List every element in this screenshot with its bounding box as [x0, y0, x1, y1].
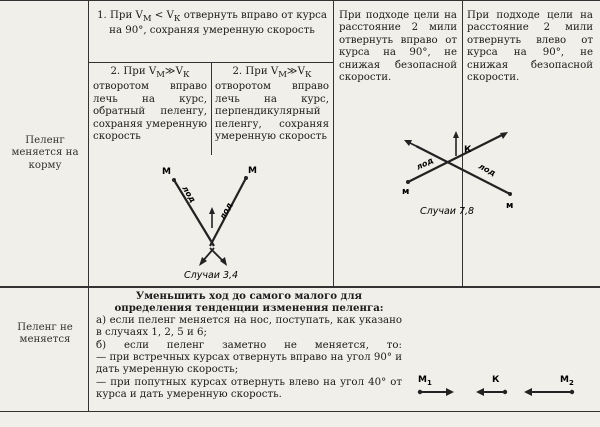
- caption-cases-7-8: Случаи 7,8: [420, 206, 474, 217]
- label-m-left: М: [162, 167, 171, 177]
- instruction-item: — при встречных курсах отвернуть вправо …: [96, 352, 402, 376]
- subcase-divider: [211, 63, 212, 155]
- diagram-cases-7-8: м м К лод лод Случаи 7,8: [402, 131, 513, 217]
- case-2b-instruction: 2. При VМ≫VК отворотом вправо лечь на ку…: [215, 66, 329, 143]
- label-k-constant: К: [492, 375, 500, 385]
- table-top-border: [0, 0, 600, 1]
- label-lod-right: лод: [218, 201, 234, 221]
- caption-cases-3-4: Случаи 3,4: [184, 270, 238, 281]
- column-divider-main: [333, 0, 334, 286]
- label-m1: М1: [418, 375, 432, 387]
- case-7-instruction: При подходе цели на расстояние 2 мили от…: [339, 10, 457, 84]
- diagram-cases-3-4: М М лод лод Случаи 3,4: [162, 166, 257, 281]
- table-bottom-border: [0, 411, 600, 412]
- constant-bearing-instructions: Уменьшить ход до самого малого для опред…: [96, 290, 402, 402]
- case-2a-instruction: 2. При VМ≫VК отворотом вправо лечь на ку…: [93, 66, 208, 143]
- label-k: К: [464, 145, 472, 155]
- row-divider: [0, 286, 600, 288]
- constant-bearing-title: Уменьшить ход до самого малого для опред…: [114, 290, 384, 315]
- label-m-right: М: [248, 166, 257, 176]
- row-label-bearing-constant: Пеленг не меняется: [17, 322, 73, 346]
- instruction-item: б) если пеленг заметно не меняется, то:: [96, 339, 402, 351]
- diagram-constant-bearing: М1 К М2: [417, 375, 575, 396]
- label-lod-right-78: лод: [477, 162, 497, 178]
- row-label-bearing-aft: Пеленг меняется на корму: [11, 135, 79, 171]
- label-m-right-78: м: [506, 201, 513, 211]
- subheader-divider: [88, 62, 333, 63]
- label-m-left-78: м: [402, 187, 409, 197]
- case-8-instruction: При подходе цели на расстояние 2 мили от…: [467, 10, 593, 84]
- column-divider-right: [462, 0, 463, 286]
- case-1-instruction: 1. При VМ < VК отвернуть вправо от курса…: [97, 10, 327, 37]
- column-divider-label: [88, 0, 89, 411]
- instruction-item: — при попутных курсах отвернуть влево на…: [96, 376, 402, 401]
- instruction-item: а) если пеленг меняется на нос, поступат…: [96, 314, 402, 339]
- label-m2: М2: [560, 375, 574, 387]
